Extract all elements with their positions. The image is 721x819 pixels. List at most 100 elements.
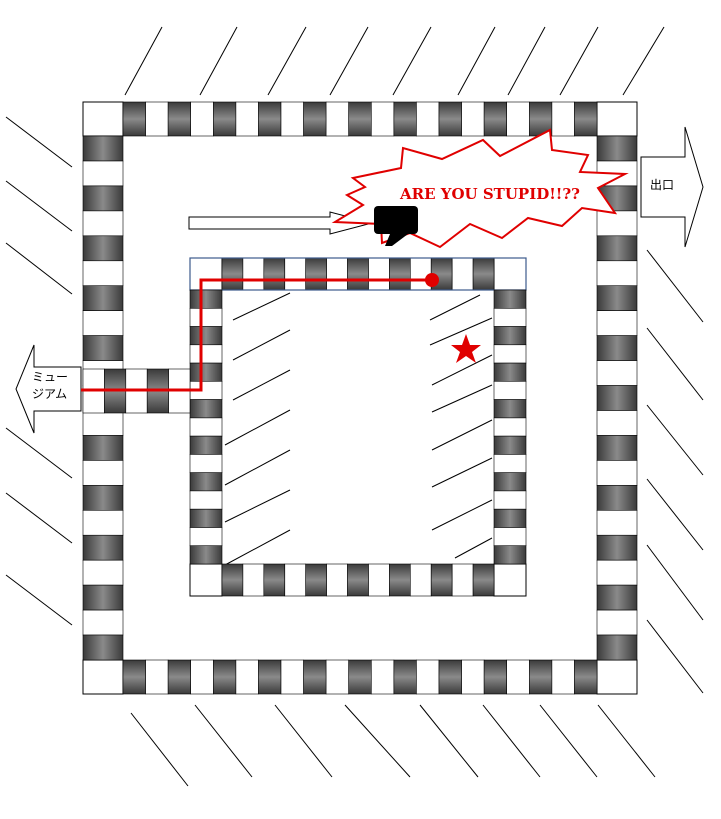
inner-bottom-block	[221, 563, 244, 597]
outer-top-block	[280, 101, 304, 137]
outer-right-block	[596, 509, 638, 536]
hatch-line	[224, 409, 291, 446]
hatch-line	[224, 449, 291, 486]
outer-left-block	[82, 310, 124, 337]
inner-bottom-block	[326, 563, 348, 597]
outer-top-block	[167, 101, 192, 137]
inner-top-block	[221, 257, 244, 291]
outer-bottom-block	[235, 659, 259, 695]
outer-top-block	[235, 101, 259, 137]
outer-bottom-block	[348, 659, 372, 695]
inner-bottom-block	[368, 563, 390, 597]
outer-left-block	[82, 460, 124, 486]
outer-top-block	[213, 101, 237, 137]
hatch-line	[597, 704, 656, 778]
outer-top-block	[370, 101, 395, 137]
inner-wall	[189, 257, 527, 597]
outer-left-block	[82, 609, 124, 636]
hatch-line	[646, 404, 704, 476]
exit-label: 出口	[650, 178, 674, 192]
inner-left-block	[189, 490, 223, 510]
hatch-line	[646, 478, 704, 551]
hatch-line	[431, 419, 493, 451]
outer-bottom-block	[167, 659, 192, 695]
route-path	[81, 278, 432, 392]
inner-left-block	[189, 435, 223, 455]
outer-right-block	[596, 335, 638, 361]
hatch-line	[454, 537, 493, 559]
exit-arrow[interactable]: 出口	[640, 126, 704, 248]
hatch-line	[5, 427, 73, 479]
museum-arrow[interactable]: ミュー ジアム	[15, 344, 82, 434]
outer-left-block	[82, 584, 124, 611]
hatch-line	[431, 499, 493, 531]
hatch-line	[429, 317, 493, 346]
outer-right-block	[596, 559, 638, 586]
inner-right-block	[493, 399, 527, 419]
outer-top-block	[145, 101, 169, 137]
outer-top-block	[122, 101, 146, 137]
outer-bottom-block	[258, 659, 282, 695]
inner-top-block	[347, 257, 369, 291]
hatch-line	[274, 704, 333, 778]
red-star-icon[interactable]	[451, 334, 481, 363]
hatch-line	[5, 180, 73, 232]
outer-left-block	[82, 135, 124, 162]
inner-left-block	[189, 289, 223, 309]
inner-right-block	[493, 417, 527, 437]
outer-left-block	[82, 410, 124, 436]
inner-bottom-block	[284, 563, 306, 597]
outer-top-block	[416, 101, 440, 137]
inner-bottom-block	[347, 563, 369, 597]
outer-bottom-block	[213, 659, 237, 695]
inner-right-block	[493, 307, 527, 327]
left-arrow-icon	[15, 344, 82, 434]
outer-top-block	[393, 101, 417, 137]
hatch-line	[130, 712, 189, 787]
inner-right-block	[493, 454, 527, 473]
inner-right-block	[493, 527, 527, 547]
outer-top-block	[483, 101, 508, 137]
hatch-line	[267, 26, 307, 96]
inner-bottom-block	[242, 563, 265, 597]
black-camera-figure-icon[interactable]	[374, 206, 418, 246]
outer-left-block	[82, 260, 124, 287]
corner-block	[189, 563, 223, 597]
hatch-line	[344, 704, 411, 778]
hatch-line	[646, 544, 704, 621]
hatch-line	[431, 457, 493, 488]
corner-block	[82, 101, 124, 137]
outer-right-block	[596, 410, 638, 436]
outer-bottom-block	[393, 659, 417, 695]
hatch-line	[622, 26, 665, 96]
outer-right-block	[596, 460, 638, 486]
inner-left-block	[189, 454, 223, 473]
shout-text: ARE YOU STUPID!!??	[399, 185, 580, 203]
hint-arrow-icon	[188, 211, 374, 235]
outer-right-block	[596, 135, 638, 162]
hatch-line	[646, 327, 704, 401]
hatch-line	[199, 26, 238, 96]
inner-top-outline	[189, 257, 527, 291]
inner-bottom-block	[409, 563, 432, 597]
outer-top-block	[461, 101, 485, 137]
outer-right-block	[596, 435, 638, 461]
inner-right-block	[493, 326, 527, 346]
hatch-line	[224, 489, 291, 523]
inner-left-block	[189, 545, 223, 565]
hatch-line	[646, 249, 704, 323]
outer-left-block	[82, 285, 124, 312]
outer-right-block	[596, 584, 638, 611]
outer-bottom-block	[370, 659, 395, 695]
hatch-line	[429, 294, 481, 321]
inner-bottom-block	[430, 563, 453, 597]
hatch-line	[457, 26, 496, 96]
outer-right-block	[596, 210, 638, 237]
hatch-line	[431, 354, 493, 386]
outer-top-block	[506, 101, 530, 137]
outer-bottom-block	[190, 659, 214, 695]
inner-top-block	[472, 257, 495, 291]
hatch-line	[124, 26, 163, 96]
outer-top-block	[348, 101, 372, 137]
